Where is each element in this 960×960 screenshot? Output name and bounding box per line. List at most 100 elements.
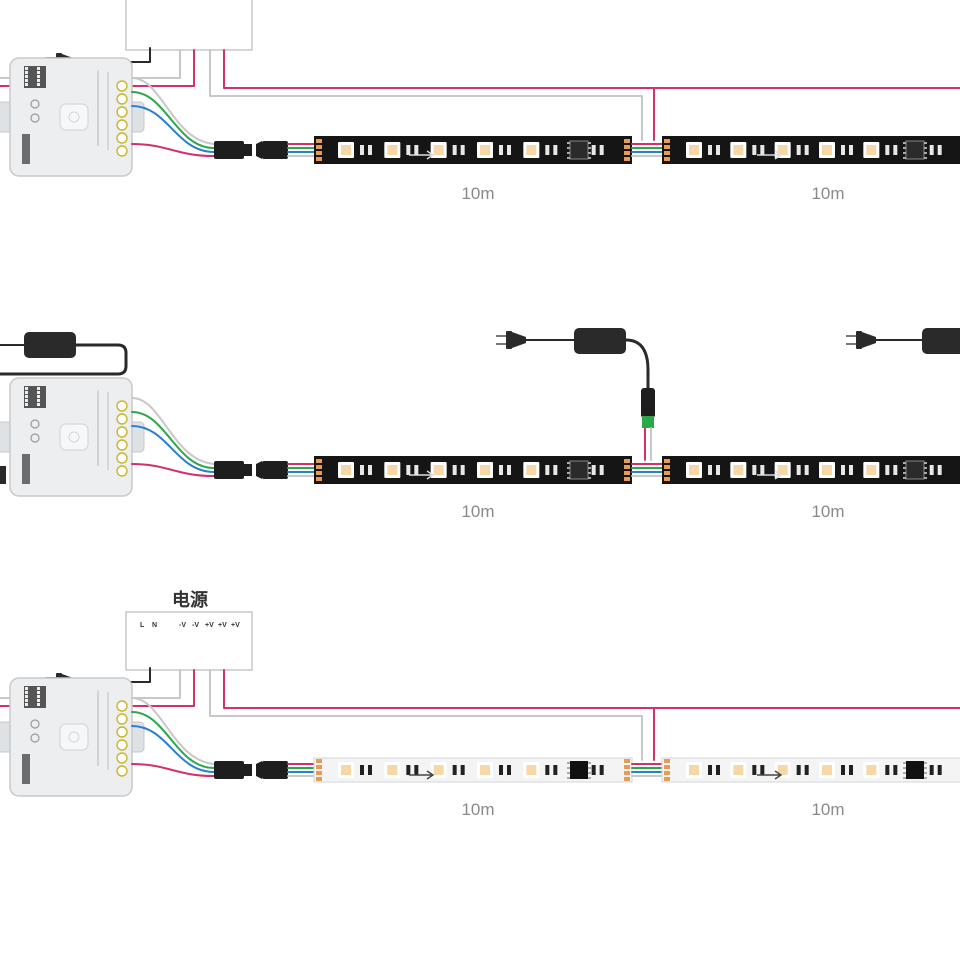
resistor [553, 145, 558, 155]
ic-pin [903, 462, 906, 464]
resistor [708, 145, 712, 155]
segment-length-label: 10m [811, 800, 845, 819]
solder-pad [664, 157, 670, 161]
resistor [406, 145, 411, 155]
wire-green [131, 711, 215, 769]
connector-female-tip [256, 141, 262, 159]
qr-cell [37, 699, 40, 702]
solder-pad [664, 765, 670, 769]
ic-pin [567, 467, 570, 469]
terminal-screw [116, 119, 128, 131]
plug-body [512, 332, 526, 348]
ic-pin [567, 472, 570, 474]
ic-pin [567, 767, 570, 769]
ic-chip [906, 761, 924, 779]
led-chip-phosphor [777, 145, 788, 155]
resistor [893, 765, 898, 775]
adapter-body [922, 328, 960, 354]
led-strip-segment [661, 757, 960, 783]
cable-stub [0, 466, 6, 484]
ic-pin [924, 147, 927, 149]
resistor [360, 145, 364, 155]
qr-cell [37, 75, 40, 78]
ic-pin [924, 477, 927, 479]
led-strip-segment [314, 136, 632, 164]
indicator-icon [30, 433, 40, 443]
led-chip-phosphor [387, 465, 398, 475]
led-chip-phosphor [689, 145, 699, 155]
signal-wire-bundle [287, 463, 317, 477]
ic-pin [903, 772, 906, 774]
psu-terminal-label: -V [179, 622, 186, 629]
led-strip-segment [313, 757, 633, 783]
led-chip-phosphor [387, 145, 398, 155]
mode-button [59, 423, 89, 451]
ic-pin [567, 142, 570, 144]
led-chip-phosphor [387, 765, 398, 775]
ic-pin [588, 467, 591, 469]
qr-bg [24, 386, 46, 408]
qr-cell [25, 399, 28, 402]
led-strip-segment [314, 456, 632, 484]
segment-length-label: 10m [461, 800, 495, 819]
wire-red [223, 669, 655, 761]
resistor [752, 145, 757, 155]
signal-wire-bundle [631, 143, 665, 157]
solder-pad [624, 139, 630, 143]
solder-pad [664, 771, 670, 775]
resistor [841, 765, 845, 775]
ic-pin [588, 142, 591, 144]
led-chip-phosphor [822, 765, 832, 775]
led-chip-phosphor [733, 145, 744, 155]
ic-pin [903, 142, 906, 144]
wire-red [131, 463, 215, 477]
power-adapter-icon [574, 328, 626, 354]
qr-code [24, 66, 46, 88]
led-chip-phosphor [822, 145, 832, 155]
resistor [716, 765, 720, 775]
resistor [360, 465, 364, 475]
qr-cell [37, 703, 40, 706]
plug-icon [496, 331, 526, 349]
solder-pad [664, 777, 670, 781]
solder-pad [316, 157, 322, 161]
resistor [499, 145, 503, 155]
solder-pad [664, 145, 670, 149]
led-strip-segment [662, 136, 960, 164]
resistor [937, 145, 942, 155]
resistor [452, 765, 457, 775]
ic-pin [588, 147, 591, 149]
solder-pad [624, 471, 630, 475]
connector-female-tip [256, 461, 262, 479]
led-chip-phosphor [866, 465, 877, 475]
psu-terminal-label: L [140, 622, 145, 629]
resistor [804, 465, 809, 475]
solder-pad [316, 759, 322, 763]
resistor [708, 765, 712, 775]
ic-pin [903, 467, 906, 469]
solder-pad [664, 151, 670, 155]
solder-pad [624, 771, 630, 775]
plug-body [506, 331, 512, 349]
qr-cell [25, 79, 28, 82]
solder-pad [316, 471, 322, 475]
led-chip-phosphor [480, 465, 490, 475]
resistor [929, 465, 934, 475]
ic-pin [903, 157, 906, 159]
indicator-icon [30, 419, 40, 429]
ic-pin [588, 462, 591, 464]
resistor [760, 465, 765, 475]
resistor [452, 145, 457, 155]
terminal-screw [116, 439, 128, 451]
plug-icon [846, 331, 876, 349]
mode-button [59, 723, 89, 751]
mode-button-ring [68, 431, 80, 443]
qr-cell [25, 703, 28, 706]
mode-button-ring [68, 111, 80, 123]
solder-pad [316, 465, 322, 469]
qr-cell [37, 387, 40, 390]
indicator-icon [30, 733, 40, 743]
terminal-screw [116, 465, 128, 477]
ic-pin [924, 467, 927, 469]
